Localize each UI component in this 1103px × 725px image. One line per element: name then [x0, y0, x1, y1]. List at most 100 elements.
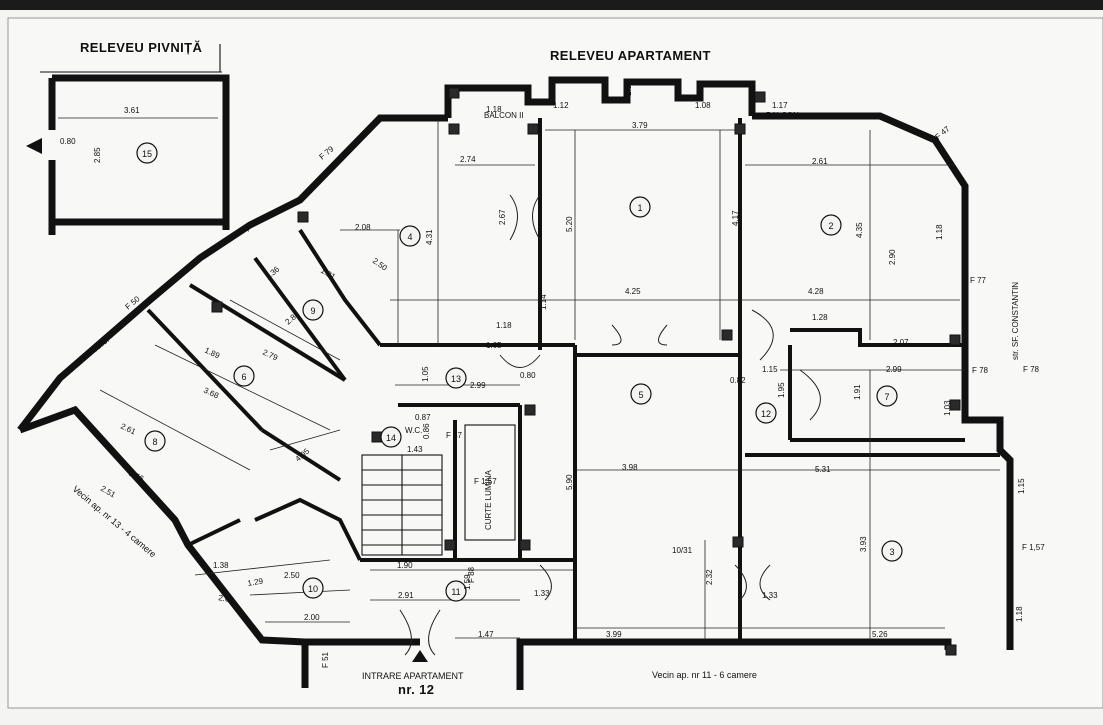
room-12-number: 12: [761, 409, 771, 419]
dimension-value: 2.67: [498, 209, 507, 225]
dimension-value: 1.65: [486, 341, 502, 350]
room-10-number: 10: [308, 584, 318, 594]
dimension-value: 2.50: [284, 571, 300, 580]
dimension-value: 2.74: [460, 155, 476, 164]
entrance-label: INTRARE APARTAMENT: [362, 671, 464, 681]
room-8: 8: [144, 430, 166, 452]
room-13-number: 13: [451, 374, 461, 384]
dimension-value: 4.28: [808, 287, 824, 296]
door-mark: 10/31: [672, 546, 693, 555]
room-8-number: 8: [152, 437, 157, 447]
balcony-1-label: BALCON: [766, 111, 799, 120]
room-14-number: 14: [386, 433, 396, 443]
window-mark: F 78: [1023, 365, 1040, 374]
window-mark: F 77: [970, 276, 987, 285]
room-15: 15: [136, 142, 158, 164]
dimension-value: 1.29: [247, 576, 264, 588]
dimension-value: 0.82: [730, 376, 746, 385]
room-2-number: 2: [828, 221, 833, 231]
dimension-value: 0.80: [520, 371, 536, 380]
window-mark: F 51: [321, 651, 330, 668]
room-4-number: 4: [407, 232, 412, 242]
dimension-value: 1.59: [463, 574, 472, 590]
dimension-value: 2.08: [355, 223, 371, 232]
room-15-number: 15: [142, 149, 152, 159]
courtyard-outline: [464, 424, 516, 541]
dimension-value: 1.03: [943, 400, 952, 416]
apartment-heading: RELEVEU APARTAMENT: [550, 48, 711, 63]
room-7-number: 7: [884, 392, 889, 402]
dimension-value: 4.25: [625, 287, 641, 296]
street-east-label: str. SF. CONSTANTIN: [1011, 282, 1020, 360]
dimension-value: 2.32: [705, 569, 714, 585]
neighbor-bottom-label: Vecin ap. nr 11 - 6 camere: [652, 670, 757, 680]
dimension-value: 1.18: [935, 224, 944, 240]
dimension-value: 2.00: [304, 613, 320, 622]
room-numbers: 1 2 3 4 5 6 7 8 9 10 11 12 13 14 15: [136, 142, 903, 602]
dimension-value: 5.90: [565, 474, 574, 490]
apartment-number-label: nr. 12: [398, 682, 434, 697]
wc-label: W.C.: [405, 426, 422, 435]
room-2: 2: [820, 214, 842, 236]
dimension-value: 1.12: [553, 101, 569, 110]
dimension-value: 1.18: [486, 105, 502, 114]
dimension-value: 2.91: [398, 591, 414, 600]
dimension-value: 1.90: [397, 561, 413, 570]
dimension-value: 3.79: [632, 121, 648, 130]
dimension-value: 4.31: [425, 229, 434, 245]
dimension-value: 1.08: [695, 101, 711, 110]
dimension-value: 3.93: [859, 536, 868, 552]
dimension-value: 1.33: [534, 589, 550, 598]
dimension-value: 3.99: [606, 630, 622, 639]
room-9-number: 9: [310, 306, 315, 316]
columns: [211, 87, 961, 656]
dimension-value: 2.99: [470, 381, 486, 390]
dimension-value: 1.95: [777, 382, 786, 398]
room-3-number: 3: [889, 547, 894, 557]
staircase: [361, 454, 443, 556]
doors: [399, 194, 821, 656]
window-mark: F 1,57: [474, 477, 497, 486]
dimension-value: 1.91: [853, 384, 862, 400]
dimension-value: 0.80: [60, 137, 76, 146]
room-7: 7: [876, 385, 898, 407]
dimension-value: 1.15: [762, 365, 778, 374]
photo-top-edge: [0, 0, 1103, 10]
room-1-number: 1: [637, 203, 642, 213]
window-mark: F 88: [467, 566, 476, 583]
dimension-value: 2.69: [218, 593, 235, 605]
dimension-value: 1.17: [772, 101, 788, 110]
dimension-value: 1.58: [624, 80, 633, 96]
room-11: 11: [445, 580, 467, 602]
dimension-value: 1.18: [496, 321, 512, 330]
dimension-value: 1.14: [539, 294, 548, 310]
room-5: 5: [630, 383, 652, 405]
room-6-number: 6: [241, 372, 246, 382]
dimension-lines: [99, 120, 1000, 640]
dimension-value: 1.33: [762, 591, 778, 600]
dimension-values: 1.18 1.12 1.58 1.08 1.17 3.79 2.61 2.74 2.08 2.67…: [60, 80, 1026, 639]
dimension-value: 2.99: [886, 365, 902, 374]
dimension-value: 1.28: [812, 313, 828, 322]
room-12: 12: [755, 402, 777, 424]
room-11-number: 11: [451, 587, 460, 597]
courtyard-label: CURTE LUMINA: [484, 469, 493, 530]
room-14: 14: [380, 426, 402, 448]
dimension-value: 1.47: [478, 630, 494, 639]
balcony-2-label: BALCON II: [484, 111, 524, 120]
dimension-value: 0.87: [415, 413, 431, 422]
dimension-value: 1.05: [421, 366, 430, 382]
room-4: 4: [399, 225, 421, 247]
room-10: 10: [302, 577, 324, 599]
dimension-value: 2.61: [812, 157, 828, 166]
dimension-value: 2.90: [888, 249, 897, 265]
basement-entry-arrow: [26, 138, 42, 154]
room-3: 3: [881, 540, 903, 562]
dimension-value: 5.26: [872, 630, 888, 639]
paper-sheet: [7, 17, 1103, 709]
dimension-value: 0.86: [422, 423, 431, 439]
dimension-value: 2.07: [893, 338, 909, 347]
dimension-value: 4.17: [731, 210, 740, 226]
